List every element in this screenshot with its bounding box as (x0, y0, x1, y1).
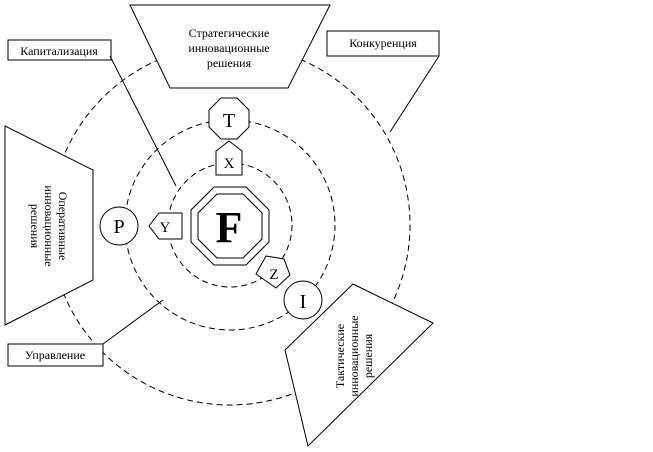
operational-text-group: Оперативные инновационные решения (28, 185, 70, 266)
node-p-shape (99, 206, 139, 246)
center-octagon (190, 186, 270, 266)
node-x-shape (215, 140, 243, 176)
node-i-shape (283, 280, 323, 320)
node-i-label: I (300, 291, 307, 313)
tactical-line-2: инновационные (347, 315, 361, 396)
capitalization-label: Капитализация (20, 44, 98, 58)
management-box (7, 343, 104, 367)
operational-line-3: решения (28, 204, 42, 249)
competition-label: Конкуренция (349, 36, 417, 50)
node-t-shape (208, 97, 250, 140)
tactical-decisions-shape (284, 283, 434, 447)
node-z-shape (255, 255, 291, 289)
node-y-shape (148, 212, 183, 240)
competition-box (326, 30, 440, 57)
management-leader (102, 299, 164, 345)
node-x-label: X (224, 156, 235, 172)
strategic-decisions-shape (129, 4, 331, 89)
node-p-label: P (113, 216, 124, 238)
node-y-label: Y (160, 220, 171, 236)
tactical-line-3: решения (361, 333, 375, 378)
competition-leader-1 (389, 55, 440, 133)
tactical-line-1: Тактические (333, 324, 347, 388)
strategic-line-1: Стратегические (189, 26, 270, 40)
capitalization-box (7, 39, 112, 61)
capitalization-leader (109, 55, 177, 187)
operational-decisions-shape (4, 125, 94, 326)
node-t-label: T (223, 110, 235, 132)
center-label: F (216, 203, 243, 252)
operational-line-1: Оперативные (56, 192, 70, 261)
strategic-line-3: решения (207, 56, 252, 70)
tactical-text-group: Тактические инновационные решения (333, 315, 375, 396)
management-label: Управление (25, 348, 85, 362)
center-octagon-inner (197, 193, 263, 259)
operational-line-2: инновационные (42, 185, 56, 266)
node-z-label: Z (269, 267, 278, 283)
strategic-line-2: инновационные (188, 41, 269, 55)
